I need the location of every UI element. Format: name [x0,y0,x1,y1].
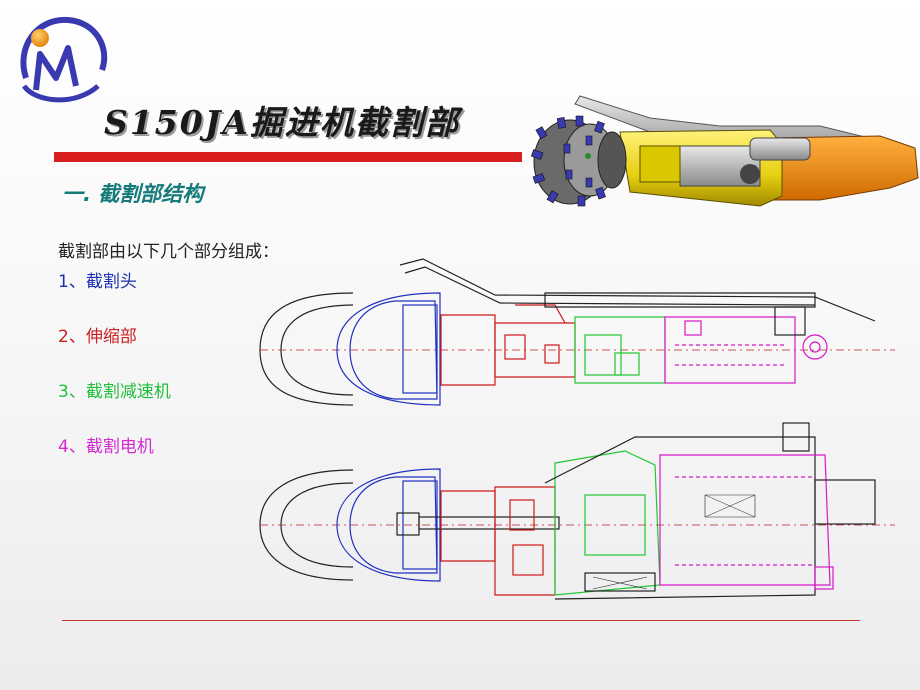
component-cutting-reducer: 3、截割减速机 [58,382,171,402]
component-cutting-motor: 4、截割电机 [58,437,154,457]
title-accent-bar [54,152,522,162]
company-logo-icon [20,16,108,103]
component-telescopic-section: 2、伸缩部 [58,327,137,347]
footer-divider [62,620,860,621]
section-heading: 一. 截割部结构 [62,182,204,206]
cutting-unit-3d-render [530,95,919,207]
slide-title: S150JA掘进机截割部 [104,103,460,142]
intro-text: 截割部由以下几个部分组成： [58,242,279,262]
cutting-unit-technical-drawing [259,258,895,600]
component-cutting-head: 1、截割头 [58,272,137,292]
